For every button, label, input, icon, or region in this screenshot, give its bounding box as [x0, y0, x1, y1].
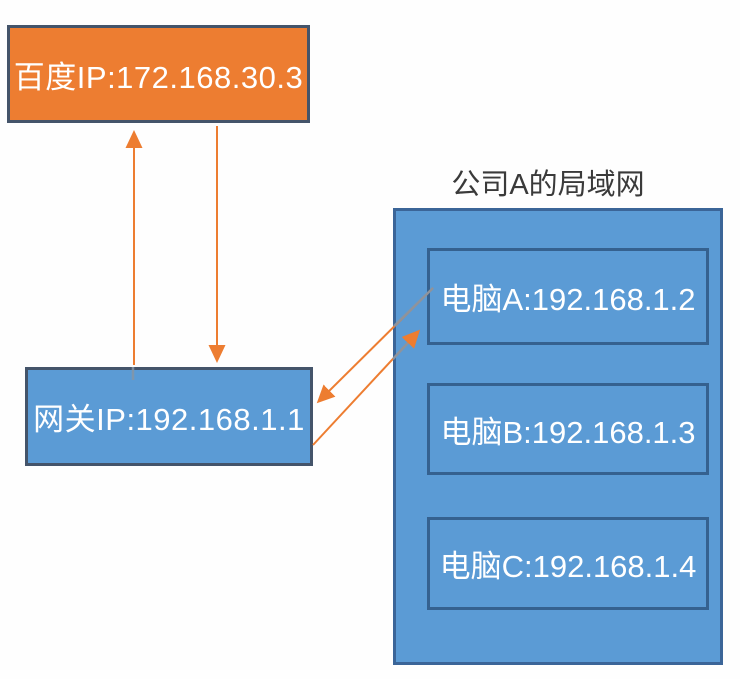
node-computer-c: 电脑C:192.168.1.4 — [427, 517, 709, 610]
lan-container: 电脑A:192.168.1.2 电脑B:192.168.1.3 电脑C:192.… — [393, 208, 723, 665]
node-gateway: 网关IP:192.168.1.1 — [25, 367, 313, 466]
node-gateway-label: 网关IP:192.168.1.1 — [33, 402, 305, 437]
lan-title: 公司A的局域网 — [451, 169, 645, 201]
node-computer-c-label: 电脑C:192.168.1.4 — [439, 549, 697, 584]
node-baidu-label: 百度IP:172.168.30.3 — [13, 59, 304, 95]
node-computer-a-label: 电脑A:192.168.1.2 — [440, 282, 696, 317]
node-computer-b: 电脑B:192.168.1.3 — [427, 383, 709, 475]
node-baidu: 百度IP:172.168.30.3 — [7, 25, 310, 123]
node-computer-a: 电脑A:192.168.1.2 — [427, 248, 709, 345]
node-computer-b-label: 电脑B:192.168.1.3 — [440, 414, 696, 450]
